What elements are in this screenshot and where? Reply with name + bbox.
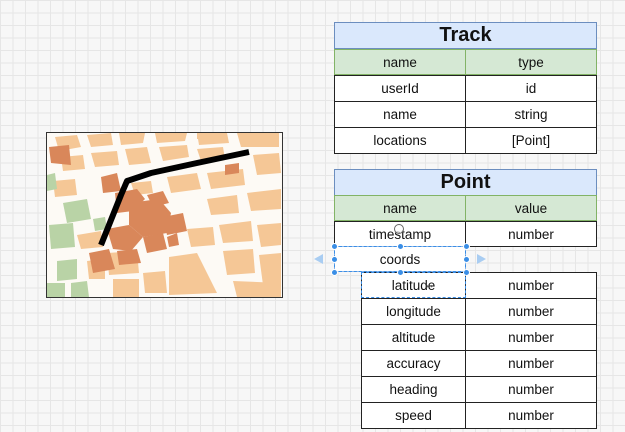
track-table-title[interactable]: Track — [334, 22, 597, 49]
track-cell-type-userid[interactable]: id — [465, 75, 597, 102]
coords-cell-value-altitude[interactable]: number — [465, 324, 597, 351]
track-cell-name-locations[interactable]: locations — [334, 127, 466, 154]
resize-handle-top-right[interactable] — [463, 243, 470, 250]
coords-cell-value-accuracy[interactable]: number — [465, 350, 597, 377]
resize-handle-bottom-left[interactable] — [331, 269, 338, 276]
track-cell-type-name[interactable]: string — [465, 101, 597, 128]
map-highlight-blocks — [49, 145, 239, 273]
coords-cell-name-latitude[interactable]: latitude — [361, 272, 466, 299]
latitude-selection-box — [361, 272, 466, 298]
connect-arrow-left-icon[interactable] — [314, 254, 323, 264]
coords-cell-name-altitude[interactable]: altitude — [361, 324, 466, 351]
point-header-name[interactable]: name — [334, 195, 466, 221]
connect-arrow-right-icon[interactable] — [477, 254, 486, 264]
point-header-value[interactable]: value — [465, 195, 597, 221]
route-line — [98, 149, 250, 247]
coords-cell-name-accuracy[interactable]: accuracy — [361, 350, 466, 377]
track-header-type[interactable]: type — [465, 49, 597, 75]
track-cell-name-userid[interactable]: userId — [334, 75, 466, 102]
track-cell-type-locations[interactable]: [Point] — [465, 127, 597, 154]
point-table-title[interactable]: Point — [334, 169, 597, 196]
coords-cell-name-heading[interactable]: heading — [361, 376, 466, 403]
map-illustration — [47, 133, 282, 297]
cursor-icon — [394, 224, 404, 234]
coords-cell-value-longitude[interactable]: number — [465, 298, 597, 325]
resize-handle-left[interactable] — [331, 256, 338, 263]
resize-handle-top[interactable] — [397, 243, 404, 250]
track-header-name[interactable]: name — [334, 49, 466, 75]
coords-cell-value-heading[interactable]: number — [465, 376, 597, 403]
point-cell-value-timestamp[interactable]: number — [465, 221, 597, 247]
coords-cell-name-speed[interactable]: speed — [361, 402, 466, 429]
track-cell-name-name[interactable]: name — [334, 101, 466, 128]
map-image[interactable] — [46, 132, 283, 298]
resize-handle-right[interactable] — [463, 256, 470, 263]
coords-cell-value-latitude[interactable]: number — [465, 272, 597, 299]
move-cursor-icon: ↔ — [424, 279, 435, 291]
coords-cell-value-speed[interactable]: number — [465, 402, 597, 429]
coords-cell-name-longitude[interactable]: longitude — [361, 298, 466, 325]
resize-handle-bottom-right[interactable] — [463, 269, 470, 276]
resize-handle-top-left[interactable] — [331, 243, 338, 250]
map-parks — [47, 173, 107, 297]
point-cell-name-coords[interactable]: coords — [334, 246, 466, 272]
resize-handle-bottom[interactable] — [397, 269, 404, 276]
